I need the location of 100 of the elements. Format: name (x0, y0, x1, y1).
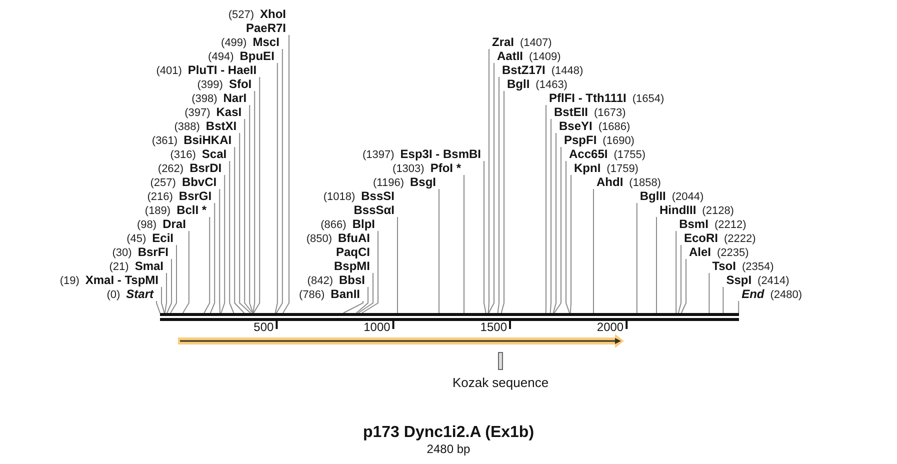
enzyme-name: BglI (507, 77, 530, 91)
enzyme-name: BspMI (334, 259, 370, 273)
leader-line (356, 286, 368, 314)
enzyme-name: ZraI (492, 35, 514, 49)
leader-line (438, 188, 440, 314)
leader-line (220, 174, 226, 314)
enzyme-name: HindIII (660, 203, 696, 217)
site-position: (19) (60, 275, 80, 287)
enzyme-name: PflFI - Tth111I (549, 91, 626, 105)
site-position: (494) (208, 51, 234, 63)
leader-line (244, 118, 254, 314)
enzyme-name: BseYI (559, 119, 592, 133)
site-position: (361) (152, 135, 178, 147)
leader-line (253, 76, 260, 314)
enzyme-name: SfoI (228, 77, 252, 91)
site-position: (2128) (702, 205, 734, 217)
site-position: (398) (192, 93, 218, 105)
leader-line (550, 118, 552, 314)
enzyme-name: BsgI (410, 175, 436, 189)
enzyme-name: DraI (162, 217, 186, 231)
site-position: (388) (174, 121, 200, 133)
site-position: (0) (106, 289, 120, 301)
leader-line (229, 160, 234, 314)
enzyme-name: AleI (689, 245, 712, 259)
site-position: (401) (156, 65, 182, 77)
site-position: (1654) (632, 93, 664, 105)
enzyme-name: PspFI (564, 133, 597, 147)
enzyme-name: PaqCI (336, 245, 370, 259)
enzyme-name: SspI (726, 273, 752, 287)
site-position: (189) (144, 205, 171, 217)
enzyme-name: EcoRI (684, 231, 718, 245)
leader-line (249, 104, 254, 314)
sequence-end-label: Start (126, 287, 154, 301)
site-position: (1448) (551, 65, 584, 77)
enzyme-name: Acc65I (569, 147, 608, 161)
leader-line (484, 160, 486, 314)
leader-line (342, 300, 364, 314)
enzyme-name: KasI (216, 105, 242, 119)
site-position: (45) (126, 233, 146, 245)
site-position: (2044) (672, 191, 704, 203)
enzyme-name: NarI (223, 91, 247, 105)
leader-line (358, 272, 374, 314)
site-position: (2480) (770, 289, 802, 301)
leader-line (397, 216, 398, 314)
leader-line (680, 258, 686, 314)
leader-line (738, 300, 740, 314)
enzyme-name: BfuAI (338, 231, 370, 245)
site-position: (1409) (529, 51, 561, 63)
leader-line (552, 132, 556, 314)
leader-line (234, 146, 245, 314)
site-position: (1303) (392, 163, 424, 175)
enzyme-name: BssSαI (354, 203, 394, 217)
enzyme-name: PfoI * (430, 161, 461, 175)
enzyme-name: Esp3I - BsmBI (400, 147, 481, 161)
enzyme-name: XmaI - TspMI (85, 273, 158, 287)
site-position: (2414) (758, 275, 790, 287)
leader-line (362, 230, 378, 314)
enzyme-name: BclI * (176, 203, 207, 217)
enzyme-name: BsrFI (138, 245, 168, 259)
site-position: (527) (228, 9, 254, 21)
leader-line (170, 244, 177, 314)
leader-line (570, 174, 572, 314)
leader-line (636, 202, 638, 314)
leader-line (593, 188, 594, 314)
enzyme-name: BpuEI (240, 49, 274, 63)
leader-line (676, 230, 677, 314)
site-position: (499) (221, 37, 247, 49)
site-position: (1673) (594, 107, 626, 119)
site-position: (2212) (714, 219, 746, 231)
leader-line (488, 62, 494, 314)
enzyme-name: PaeR7I (246, 21, 286, 35)
leader-line (678, 244, 682, 314)
leader-line (252, 90, 256, 314)
leader-line (219, 188, 220, 314)
site-position: (1196) (373, 177, 404, 189)
site-position: (842) (307, 275, 333, 287)
enzyme-name: EciI (152, 231, 174, 245)
enzyme-name: AhdI (596, 175, 624, 189)
site-position: (1755) (614, 149, 646, 161)
enzyme-name: AatII (497, 49, 524, 63)
enzyme-name: KpnI (574, 161, 601, 175)
site-position: (1686) (598, 121, 630, 133)
site-position: (1018) (323, 191, 356, 203)
site-position: (1407) (520, 37, 552, 49)
enzyme-name: MscI (252, 35, 280, 49)
site-position: (399) (197, 79, 223, 91)
leader-line (566, 160, 570, 314)
enzyme-name: PluTI - HaeII (188, 63, 257, 77)
leader-line (282, 34, 290, 314)
enzyme-name: BanII (330, 287, 360, 301)
sequence-end-label: End (742, 287, 764, 301)
site-position: (1690) (602, 135, 634, 147)
leader-line (274, 62, 278, 314)
scale-number: 2000 (596, 321, 624, 334)
enzyme-name: BbsI (338, 273, 365, 287)
site-position: (30) (112, 247, 132, 259)
leader-line (656, 216, 657, 314)
leader-line (182, 230, 190, 314)
site-position: (1463) (536, 79, 568, 91)
leader-line (166, 258, 172, 314)
